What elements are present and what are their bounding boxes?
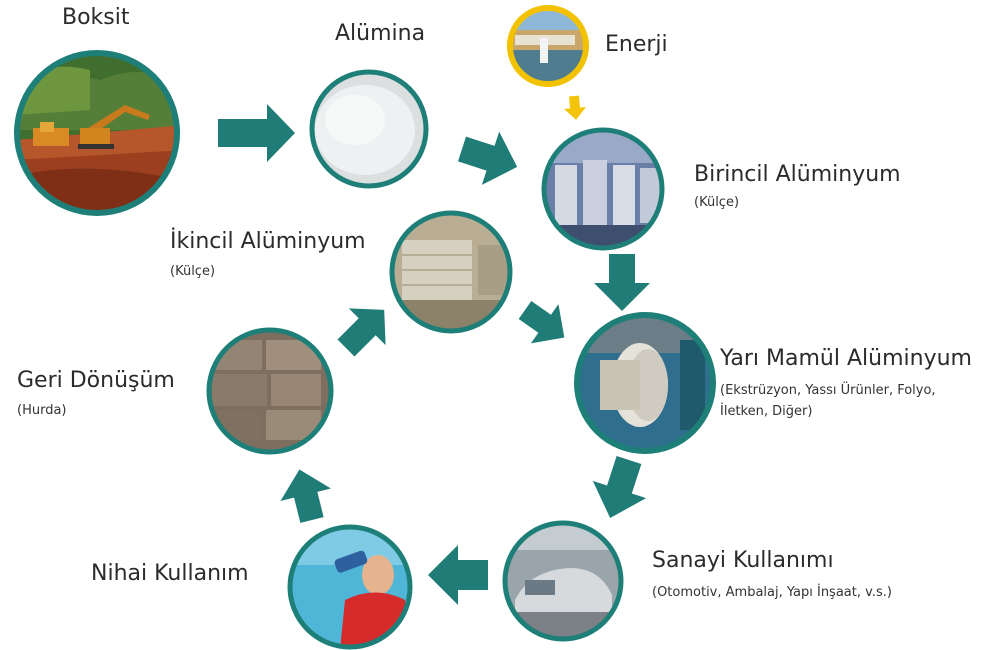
arrow-ikincil-to-yari (518, 300, 565, 344)
enerji-label: Enerji (605, 32, 668, 57)
sanayi-label: Sanayi Kullanımı (652, 548, 834, 573)
boksit-ring (14, 50, 180, 216)
yari-mamul-sub-1: (Ekstrüzyon, Yassı Ürünler, Folyo, (720, 383, 936, 398)
arrow-boksit-to-alumina (218, 104, 295, 162)
sanayi-sub: (Otomotiv, Ambalaj, Yapı İnşaat, v.s.) (652, 585, 892, 600)
nihai-ring (287, 524, 413, 650)
geri-donusum-sub: (Hurda) (17, 403, 67, 418)
ikincil-ring (389, 210, 513, 334)
enerji-ring (507, 5, 589, 87)
birincil-sub: (Külçe) (694, 195, 740, 210)
arrow-enerji-to-birincil (564, 95, 587, 120)
geri-donusum-ring (206, 327, 334, 455)
arrow-yari-to-sanayi (592, 455, 647, 519)
alumina-ring (309, 69, 429, 189)
sanayi-ring (502, 520, 624, 642)
alumina-photo (312, 72, 426, 186)
arrow-birincil-to-yari (594, 254, 650, 311)
ikincil-label: İkincil Alüminyum (170, 229, 366, 254)
birincil-label: Birincil Alüminyum (694, 162, 901, 187)
boksit-label: Boksit (62, 5, 130, 30)
ikincil-photo (392, 213, 510, 331)
arrow-sanayi-to-nihai (428, 545, 488, 605)
yari-mamul-label: Yarı Mamül Alüminyum (720, 346, 972, 371)
arrow-alumina-to-birincil (457, 131, 518, 185)
alumina-label: Alümina (335, 21, 426, 46)
ikincil-sub: (Külçe) (170, 264, 216, 279)
sanayi-photo (505, 523, 621, 639)
arrow-nihai-to-geri (280, 469, 331, 523)
yari-mamul-ring (574, 312, 716, 454)
nihai-label: Nihai Kullanım (91, 561, 249, 586)
yari-mamul-sub-2: İletken, Diğer) (720, 404, 813, 419)
arrow-geri-to-ikincil (337, 308, 386, 357)
birincil-ring (541, 127, 665, 251)
geri-donusum-label: Geri Dönüşüm (17, 368, 175, 393)
yari-mamul-photo (577, 315, 713, 451)
